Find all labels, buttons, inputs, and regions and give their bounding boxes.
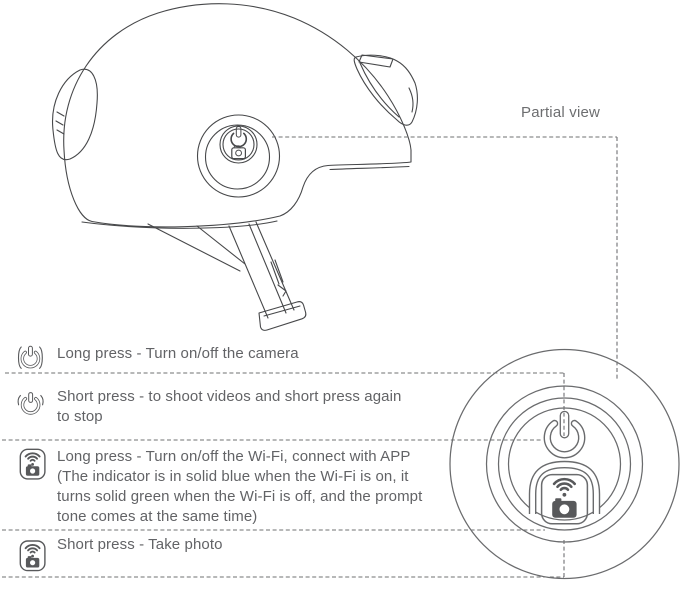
wifi-icon [552, 477, 576, 497]
shutter-arch [528, 460, 601, 514]
instruction-text: tone comes at the same time) [57, 508, 258, 525]
instruction-row: Long press - Turn on/off the camera [57, 344, 299, 364]
instruction-text: to stop [57, 408, 103, 425]
photo-camera-icon [552, 498, 577, 518]
power-bar [559, 410, 570, 439]
instruction-text: (The indicator is in solid blue when the… [57, 468, 409, 485]
instruction-text: Long press - Turn on/off the camera [57, 345, 299, 362]
wifi-camera-button-icon [19, 540, 46, 572]
front-vent-flap [51, 68, 98, 161]
chin-strap [147, 221, 307, 331]
helmet-shell [63, 3, 412, 228]
rear-fin [353, 54, 418, 126]
leader-lines [2, 136, 618, 578]
wifi-camera-button-icon [19, 448, 46, 480]
separator-1 [5, 372, 565, 436]
shutter-panel [540, 473, 589, 525]
detail-outer-circle [449, 348, 680, 580]
leader-to-partial-view [272, 136, 618, 381]
power-icon [230, 126, 248, 148]
power-press-icon [17, 392, 44, 415]
separator-4 [2, 538, 565, 578]
instruction-text: Long press - Turn on/off the Wi-Fi, conn… [57, 448, 411, 465]
partial-view-detail [449, 348, 680, 580]
partial-view-label: Partial view [521, 104, 601, 121]
instruction-text: turns solid green when the Wi-Fi is off,… [57, 488, 423, 505]
instruction-text: Short press - to shoot videos and short … [57, 388, 402, 405]
camera-icon [231, 145, 247, 160]
instruction-row: Short press - Take photo [57, 535, 223, 555]
power-button-icon [543, 419, 586, 459]
instruction-row: Long press - Turn on/off the Wi-Fi, conn… [57, 447, 422, 527]
power-press-icon [17, 345, 43, 369]
instruction-row: Short press - to shoot videos and short … [57, 387, 401, 427]
instruction-text: Short press - Take photo [57, 536, 223, 553]
helmet-drawing [51, 3, 418, 331]
helmet-button [196, 114, 281, 198]
